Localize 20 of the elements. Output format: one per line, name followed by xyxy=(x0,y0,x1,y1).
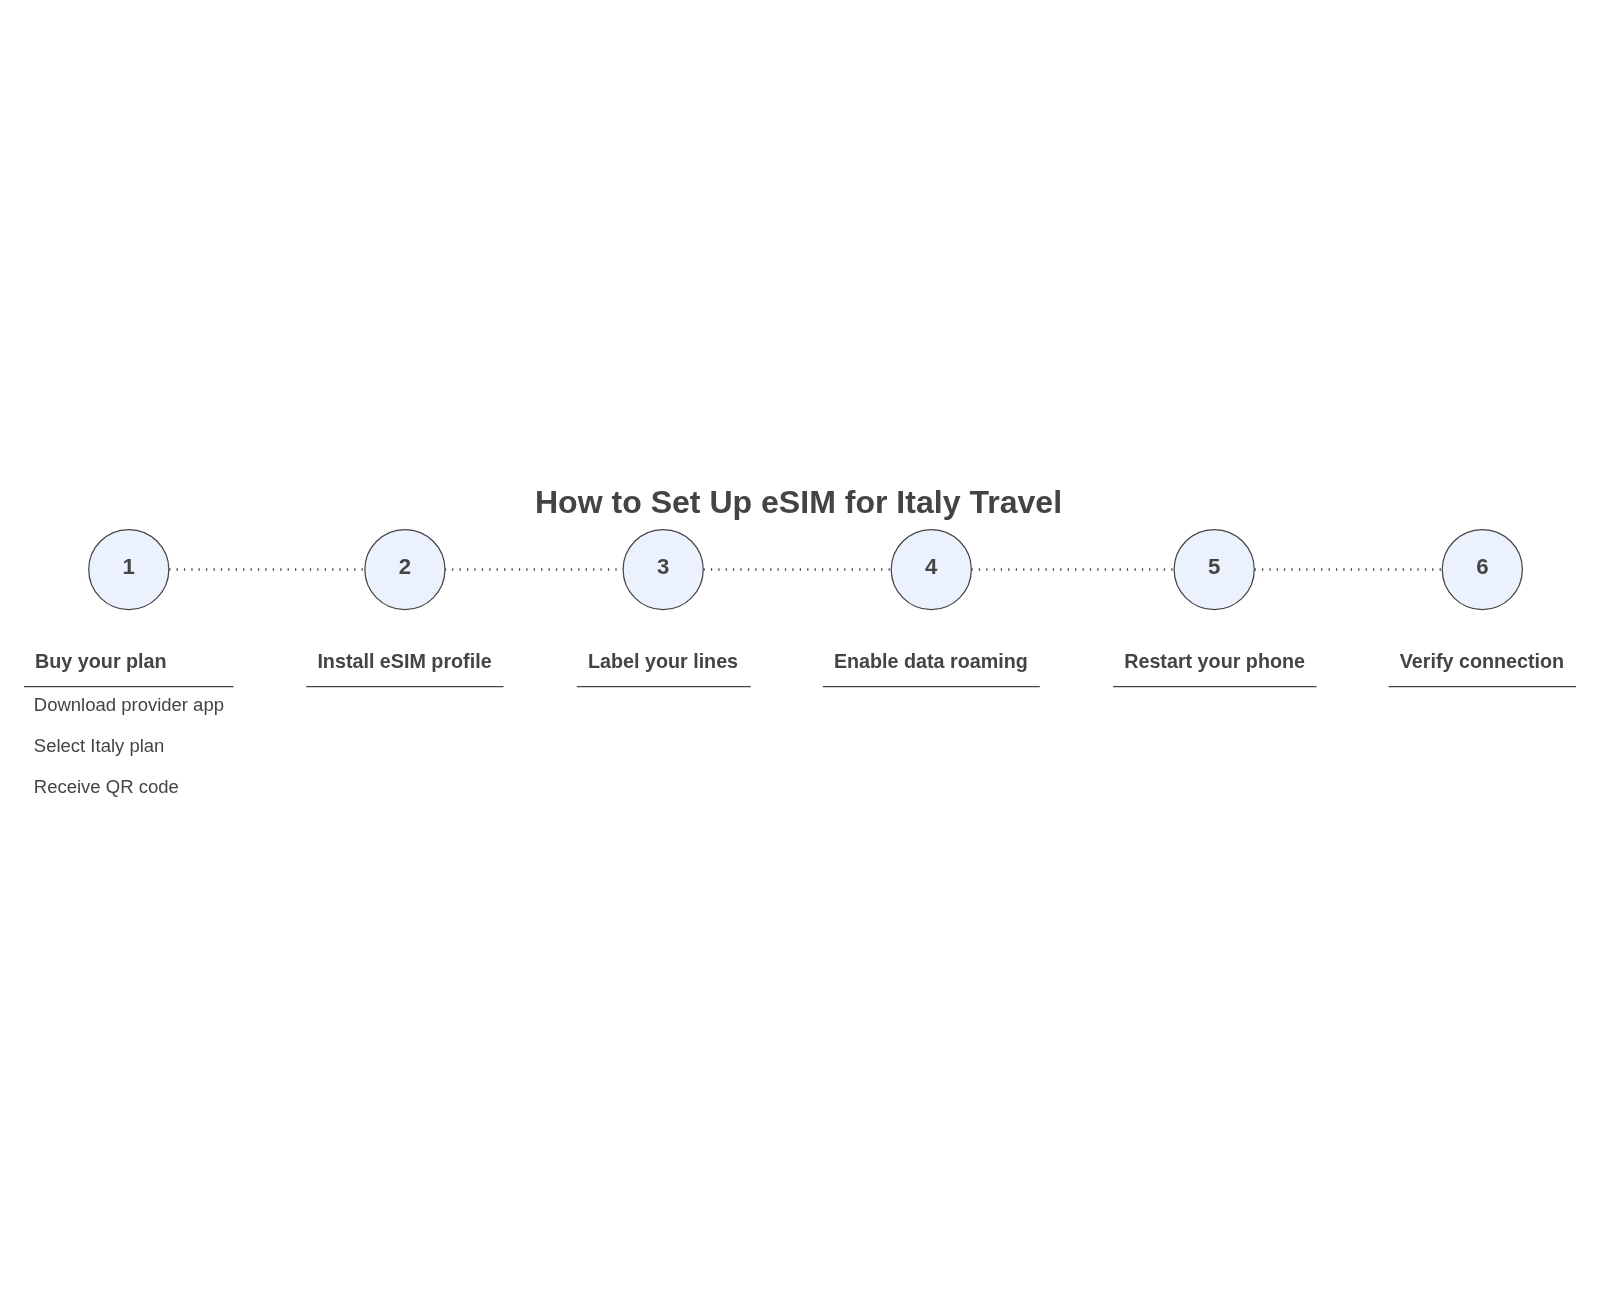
connector xyxy=(1254,568,1443,571)
node-circle: 3 xyxy=(622,528,704,611)
node-circle: 4 xyxy=(890,528,972,611)
node-label: Receive QR code xyxy=(33,775,179,797)
node-label: Verify connection xyxy=(1399,649,1565,672)
node-label: Download provider app xyxy=(33,694,224,716)
node-label: Label your lines xyxy=(587,649,739,672)
node-label: Buy your plan xyxy=(35,649,167,672)
connector xyxy=(169,568,365,571)
node-circle: 2 xyxy=(364,528,446,611)
connector xyxy=(971,568,1174,571)
connector xyxy=(703,568,892,571)
node-label: Enable data roaming xyxy=(833,649,1028,672)
node-circle: 6 xyxy=(1441,528,1523,611)
node-label: Select Italy plan xyxy=(33,735,165,757)
node-circle: 1 xyxy=(88,528,170,611)
node-label: Install eSIM profile xyxy=(317,649,492,672)
node-label: Restart your phone xyxy=(1124,649,1305,672)
node-circle: 5 xyxy=(1173,528,1255,611)
diagram-title: How to Set Up eSIM for Italy Travel xyxy=(534,484,1063,521)
